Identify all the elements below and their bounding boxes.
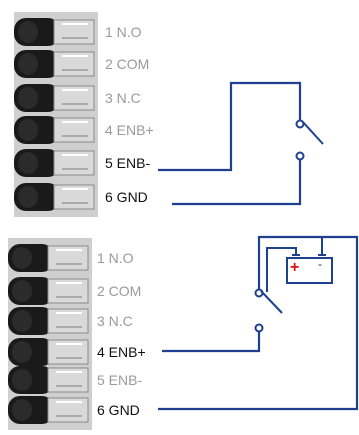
d2-screw-head-3 <box>12 310 32 332</box>
d2-terminal-label-5: 5 ENB- <box>97 372 143 388</box>
d1-terminal-label-2: 2 COM <box>105 56 150 72</box>
d2-switch-contact-bottom <box>254 323 264 333</box>
d1-terminal-label-1: 1 N.O <box>105 24 142 40</box>
d1-screw-head-3 <box>18 87 38 109</box>
d1-switch-contact-bottom <box>295 151 305 161</box>
d1-terminal-label-6: 6 GND <box>105 189 148 205</box>
d1-wire-enb-minus <box>158 81 302 172</box>
d2-switch-contact-top <box>254 288 264 298</box>
d1-screw-head-1 <box>18 21 38 43</box>
d1-wire-gnd <box>172 157 302 206</box>
d1-terminal-label-5: 5 ENB- <box>105 155 151 171</box>
d2-screw-head-4 <box>12 341 32 363</box>
d1-terminal-housing <box>14 12 98 217</box>
d2-terminal-label-4: 4 ENB+ <box>97 344 146 360</box>
d2-terminal-label-2: 2 COM <box>97 283 142 299</box>
d2-battery-plus-label: + <box>290 259 299 276</box>
d2-screw-head-5 <box>12 369 32 391</box>
d2-screw-head-1 <box>12 247 32 269</box>
d1-screw-head-2 <box>18 53 38 75</box>
d1-terminal-label-4: 4 ENB+ <box>105 122 154 138</box>
d2-terminal-label-6: 6 GND <box>97 402 140 418</box>
d1-terminal-label-3: 3 N.C <box>105 90 141 106</box>
d2-terminal-label-3: 3 N.C <box>97 313 133 329</box>
d2-battery-lead-plus <box>266 247 297 292</box>
d1-screw-head-6 <box>18 186 38 208</box>
d1-screw-head-4 <box>18 119 38 141</box>
d2-screw-head-6 <box>12 399 32 421</box>
d2-terminal-label-1: 1 N.O <box>97 250 134 266</box>
d2-screw-head-2 <box>12 280 32 302</box>
d2-wire-enb-plus <box>162 330 261 353</box>
d2-battery-minus-label: - <box>318 257 322 271</box>
d2-wire-gnd-loop <box>158 235 359 411</box>
d2-battery-body <box>286 257 333 284</box>
d2-switch-lever <box>260 290 283 314</box>
d1-switch-lever <box>301 120 324 145</box>
d1-screw-head-5 <box>18 152 38 174</box>
